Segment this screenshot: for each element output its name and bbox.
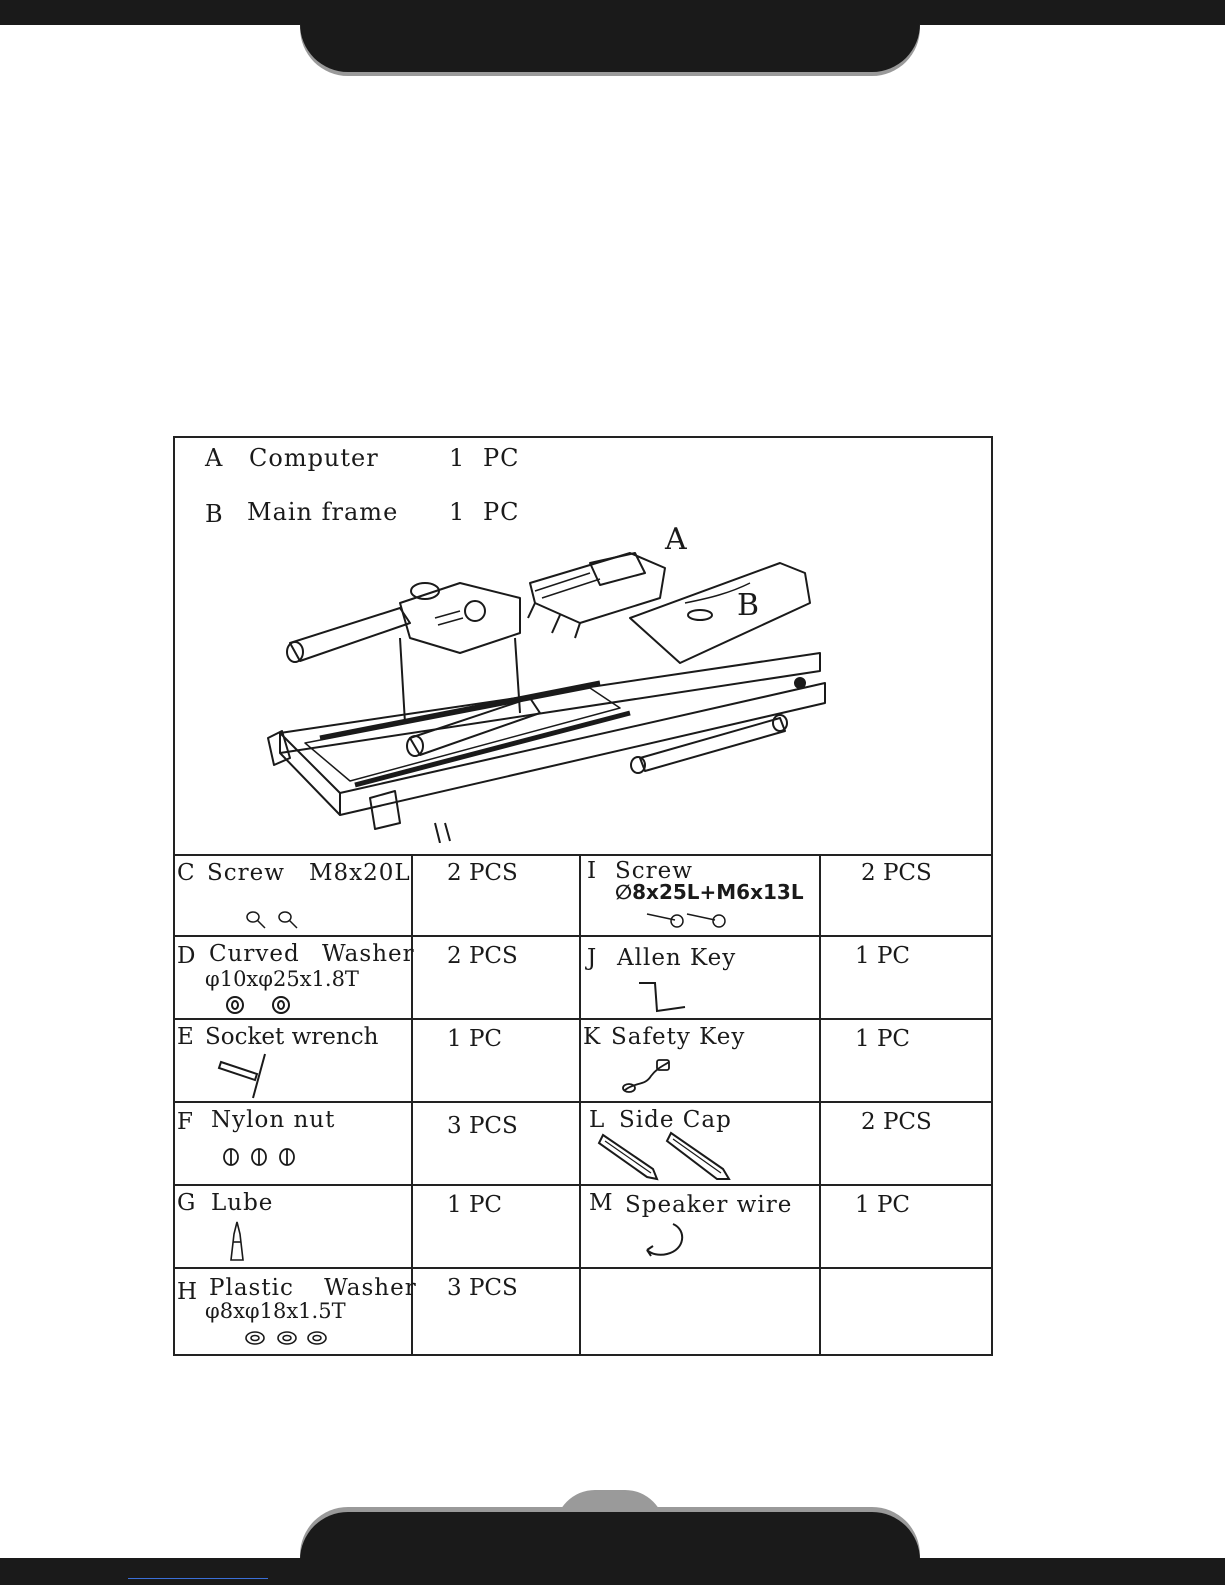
cell-part-e: E Socket wrench bbox=[175, 1020, 413, 1103]
part-l-qty: 2 PCS bbox=[861, 1109, 932, 1135]
cell-qty-h: 3 PCS bbox=[413, 1269, 581, 1354]
part-d-letter: D bbox=[177, 943, 196, 969]
speaker-wire-icon bbox=[643, 1220, 691, 1262]
part-h-qty: 3 PCS bbox=[447, 1275, 518, 1301]
cell-part-k: K Safety Key bbox=[581, 1020, 821, 1103]
screw-icon bbox=[243, 908, 307, 932]
part-j-letter: J bbox=[587, 945, 597, 971]
part-a-unit: PC bbox=[483, 444, 520, 472]
part-f-letter: F bbox=[177, 1109, 194, 1135]
cell-part-j: J Allen Key bbox=[581, 937, 821, 1020]
part-f-qty: 3 PCS bbox=[447, 1113, 518, 1139]
cell-qty-f: 3 PCS bbox=[413, 1103, 581, 1186]
cell-empty bbox=[581, 1269, 821, 1354]
cell-part-g: G Lube bbox=[175, 1186, 413, 1269]
cell-qty-m: 1 PC bbox=[821, 1186, 991, 1269]
part-i-letter: I bbox=[587, 858, 597, 884]
side-cap-icon bbox=[597, 1129, 737, 1183]
cell-qty-j: 1 PC bbox=[821, 937, 991, 1020]
cell-empty bbox=[821, 1269, 991, 1354]
part-c-letter: C bbox=[177, 860, 196, 886]
washer-icon bbox=[225, 995, 301, 1015]
part-a-name: Computer bbox=[249, 444, 379, 472]
lube-bottle-icon bbox=[227, 1220, 247, 1264]
part-g-qty: 1 PC bbox=[447, 1192, 502, 1218]
part-j-name: Allen Key bbox=[617, 945, 736, 971]
part-f-name: Nylon nut bbox=[211, 1107, 335, 1133]
part-b-name: Main frame bbox=[247, 498, 398, 526]
cell-part-c: C Screw M8x20L bbox=[175, 854, 413, 937]
cell-qty-k: 1 PC bbox=[821, 1020, 991, 1103]
part-a-letter: A bbox=[205, 444, 223, 472]
part-c-name: Screw bbox=[207, 860, 285, 886]
cell-qty-e: 1 PC bbox=[413, 1020, 581, 1103]
part-k-name: Safety Key bbox=[611, 1024, 745, 1050]
footer-link-underline bbox=[128, 1578, 268, 1579]
socket-wrench-icon bbox=[217, 1052, 273, 1100]
allen-key-icon bbox=[637, 981, 691, 1015]
cell-qty-i: 2 PCS bbox=[821, 854, 991, 937]
header-tab bbox=[300, 0, 920, 72]
main-parts-section: A Computer 1 PC B Main frame 1 PC A B bbox=[175, 438, 991, 856]
cell-part-m: M Speaker wire bbox=[581, 1186, 821, 1269]
part-c-qty: 2 PCS bbox=[447, 860, 518, 886]
part-e-qty: 1 PC bbox=[447, 1026, 502, 1052]
cell-part-i: I Screw ∅8x25L+M6x13L bbox=[581, 854, 821, 937]
nylon-nut-icon bbox=[221, 1145, 301, 1169]
cell-qty-l: 2 PCS bbox=[821, 1103, 991, 1186]
washer-icon bbox=[245, 1329, 335, 1347]
part-b-unit: PC bbox=[483, 498, 520, 526]
part-g-letter: G bbox=[177, 1190, 196, 1216]
part-g-name: Lube bbox=[211, 1190, 273, 1216]
part-d-qty: 2 PCS bbox=[447, 943, 518, 969]
part-b-letter: B bbox=[205, 500, 224, 528]
cell-part-d: D Curved Washer φ10xφ25x1.8T bbox=[175, 937, 413, 1020]
part-m-letter: M bbox=[589, 1190, 614, 1216]
part-e-name: Socket wrench bbox=[205, 1024, 378, 1050]
part-j-qty: 1 PC bbox=[855, 943, 910, 969]
part-k-qty: 1 PC bbox=[855, 1026, 910, 1052]
part-c-spec: M8x20L bbox=[309, 860, 411, 886]
part-a-qty: 1 bbox=[449, 444, 465, 472]
part-d-spec: φ10xφ25x1.8T bbox=[205, 967, 359, 991]
part-b-qty: 1 bbox=[449, 498, 465, 526]
part-h-letter: H bbox=[177, 1279, 198, 1305]
safety-key-icon bbox=[621, 1056, 677, 1096]
cell-qty-g: 1 PC bbox=[413, 1186, 581, 1269]
screw-icon bbox=[645, 908, 735, 932]
part-h-name: Plastic Washer bbox=[209, 1275, 417, 1301]
part-e-letter: E bbox=[177, 1024, 195, 1050]
part-h-spec: φ8xφ18x1.5T bbox=[205, 1299, 346, 1323]
part-i-qty: 2 PCS bbox=[861, 860, 932, 886]
treadmill-illustration bbox=[260, 543, 860, 843]
cell-part-h: H Plastic Washer φ8xφ18x1.5T bbox=[175, 1269, 413, 1354]
cell-qty-d: 2 PCS bbox=[413, 937, 581, 1020]
part-k-letter: K bbox=[583, 1024, 601, 1050]
part-i-spec: ∅8x25L+M6x13L bbox=[615, 880, 804, 904]
part-m-qty: 1 PC bbox=[855, 1192, 910, 1218]
part-m-name: Speaker wire bbox=[625, 1192, 792, 1218]
footer-bar bbox=[0, 1558, 1225, 1585]
part-d-name: Curved Washer bbox=[209, 941, 415, 967]
cell-part-l: L Side Cap bbox=[581, 1103, 821, 1186]
cell-part-f: F Nylon nut bbox=[175, 1103, 413, 1186]
parts-list-table: A Computer 1 PC B Main frame 1 PC A B bbox=[173, 436, 993, 1356]
cell-qty-c: 2 PCS bbox=[413, 854, 581, 937]
